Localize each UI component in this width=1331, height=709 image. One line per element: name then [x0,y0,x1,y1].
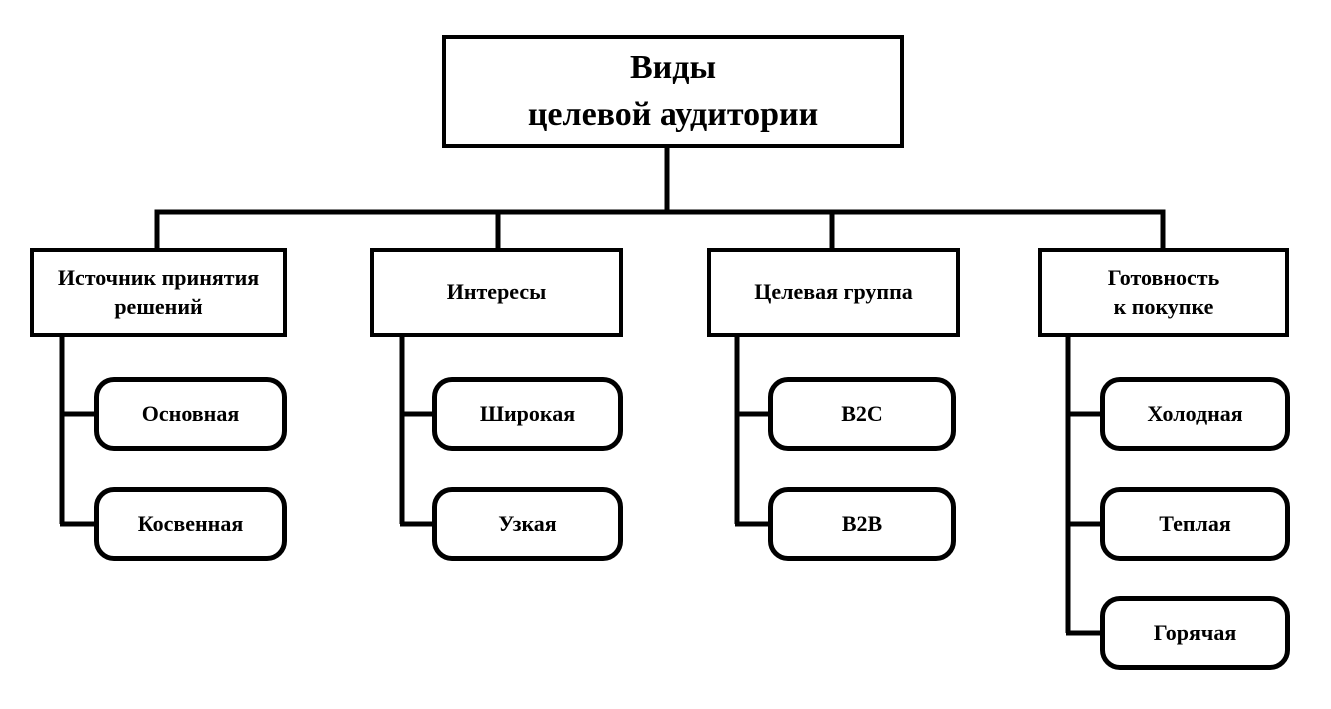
leaf-broad: Широкая [432,377,623,451]
leaf-cold: Холодная [1100,377,1290,451]
leaf-primary: Основная [94,377,287,451]
branch-target-group: Целевая группа [707,248,960,337]
diagram-title: Виды целевой аудитории [442,35,904,148]
leaf-hot: Горячая [1100,596,1290,670]
branch-interests: Интересы [370,248,623,337]
leaf-b2b: B2B [768,487,956,561]
leaf-narrow: Узкая [432,487,623,561]
branch-purchase-readiness: Готовность к покупке [1038,248,1289,337]
branch-decision-source: Источник принятия решений [30,248,287,337]
leaf-b2c: B2C [768,377,956,451]
leaf-indirect: Косвенная [94,487,287,561]
leaf-warm: Теплая [1100,487,1290,561]
